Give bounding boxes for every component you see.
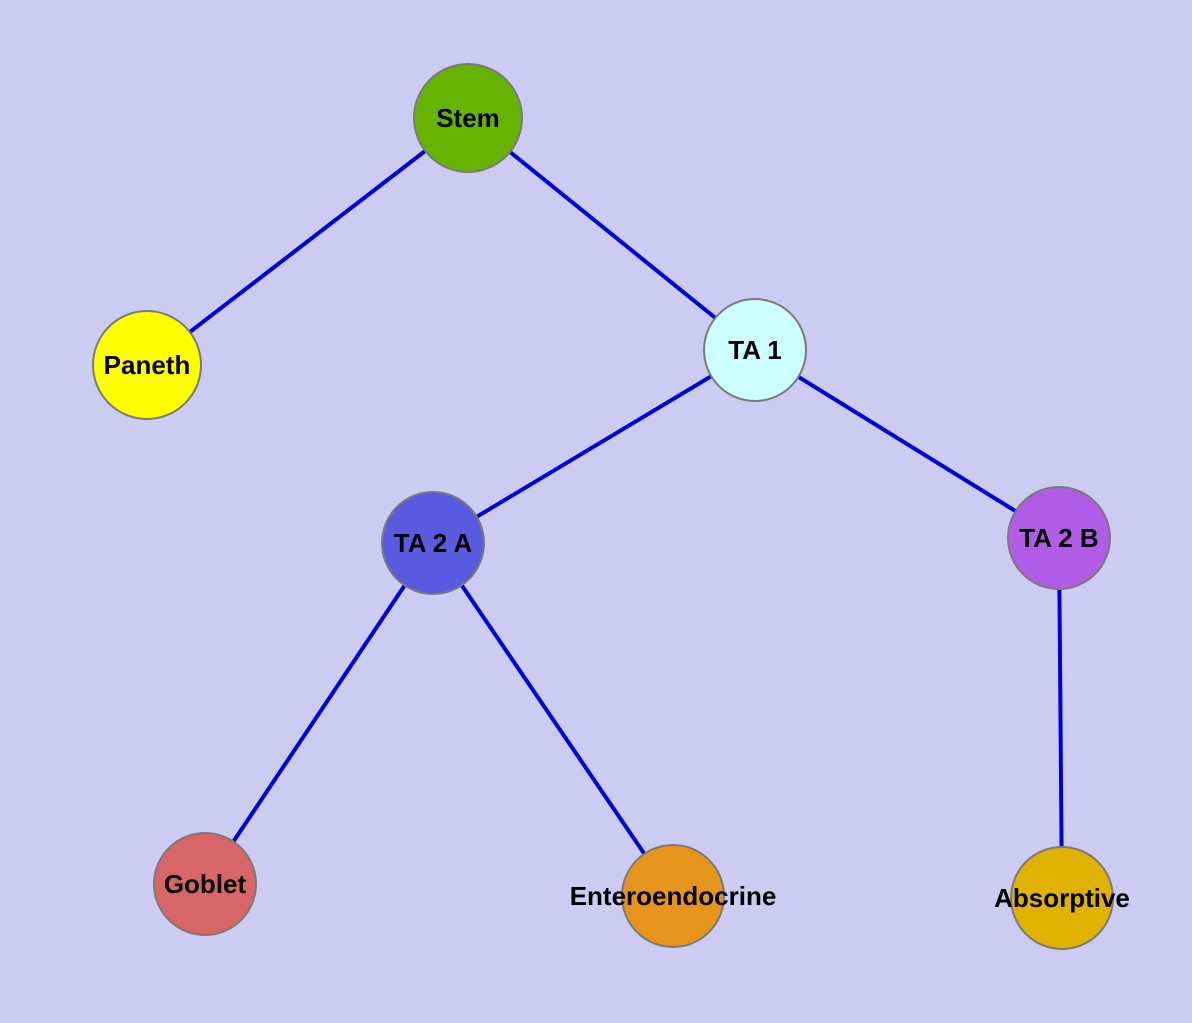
edge-stem-ta1 <box>466 116 757 352</box>
node-paneth-label: Paneth <box>103 350 191 380</box>
node-absorptive-label: Absorptive <box>994 883 1130 913</box>
node-goblet-label: Goblet <box>163 869 247 899</box>
node-enteroendocrine: Enteroendocrine <box>570 844 776 948</box>
edge-ta2b-absorptive <box>1057 537 1064 899</box>
edge-ta1-ta2b <box>753 348 1061 540</box>
edge-ta2a-enteroendocrine <box>431 541 675 898</box>
node-absorptive: Absorptive <box>994 846 1130 950</box>
edge-ta1-ta2a <box>431 348 757 545</box>
edge-ta2a-goblet <box>203 541 435 886</box>
node-ta2b: TA 2 B <box>1007 486 1111 590</box>
node-paneth: Paneth <box>92 310 202 420</box>
node-ta1: TA 1 <box>703 298 807 402</box>
edge-stem-paneth <box>145 116 470 367</box>
node-stem: Stem <box>413 63 523 173</box>
node-ta2a: TA 2 A <box>381 491 485 595</box>
node-ta1-label: TA 1 <box>728 335 782 365</box>
node-enteroendocrine-label: Enteroendocrine <box>569 881 777 911</box>
node-goblet: Goblet <box>153 832 257 936</box>
node-ta2a-label: TA 2 A <box>393 528 473 558</box>
node-ta2b-label: TA 2 B <box>1019 523 1099 553</box>
node-stem-label: Stem <box>436 103 500 133</box>
